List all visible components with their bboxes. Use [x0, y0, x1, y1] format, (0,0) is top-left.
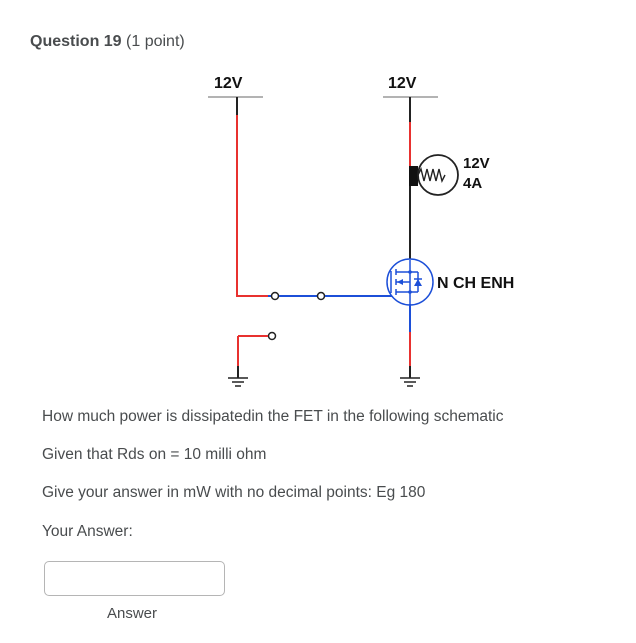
circuit-schematic: 12V 12V 12V 4A N CH ENH	[208, 75, 514, 387]
your-answer-label: Your Answer:	[42, 523, 133, 540]
right-supply-label: 12V	[388, 75, 417, 92]
question-text-line2: Given that Rds on = 10 milli ohm	[42, 446, 267, 463]
switch-terminal-right	[316, 291, 326, 301]
answer-input[interactable]	[44, 561, 225, 596]
lamp-current-label: 4A	[463, 175, 482, 192]
question-points: (1 point)	[126, 33, 185, 50]
switch-terminal-left	[270, 291, 280, 301]
answer-caption: Answer	[107, 605, 158, 622]
question-text-line1: How much power is dissipatedin the FET i…	[42, 408, 504, 425]
mosfet	[386, 258, 434, 306]
question-header: Question 19 (1 point)	[30, 33, 185, 51]
question-title: Question 19	[30, 33, 122, 50]
lamp-base	[409, 166, 418, 186]
question-text-line3: Give your answer in mW with no decimal p…	[42, 484, 426, 501]
lamp-voltage-label: 12V	[463, 155, 490, 172]
open-switch-terminal	[267, 331, 277, 341]
lamp-filament	[417, 166, 446, 184]
right-ground-icon	[400, 377, 420, 387]
left-supply-label: 12V	[214, 75, 243, 92]
left-ground-icon	[228, 377, 248, 387]
fet-type-label: N CH ENH	[437, 275, 514, 292]
